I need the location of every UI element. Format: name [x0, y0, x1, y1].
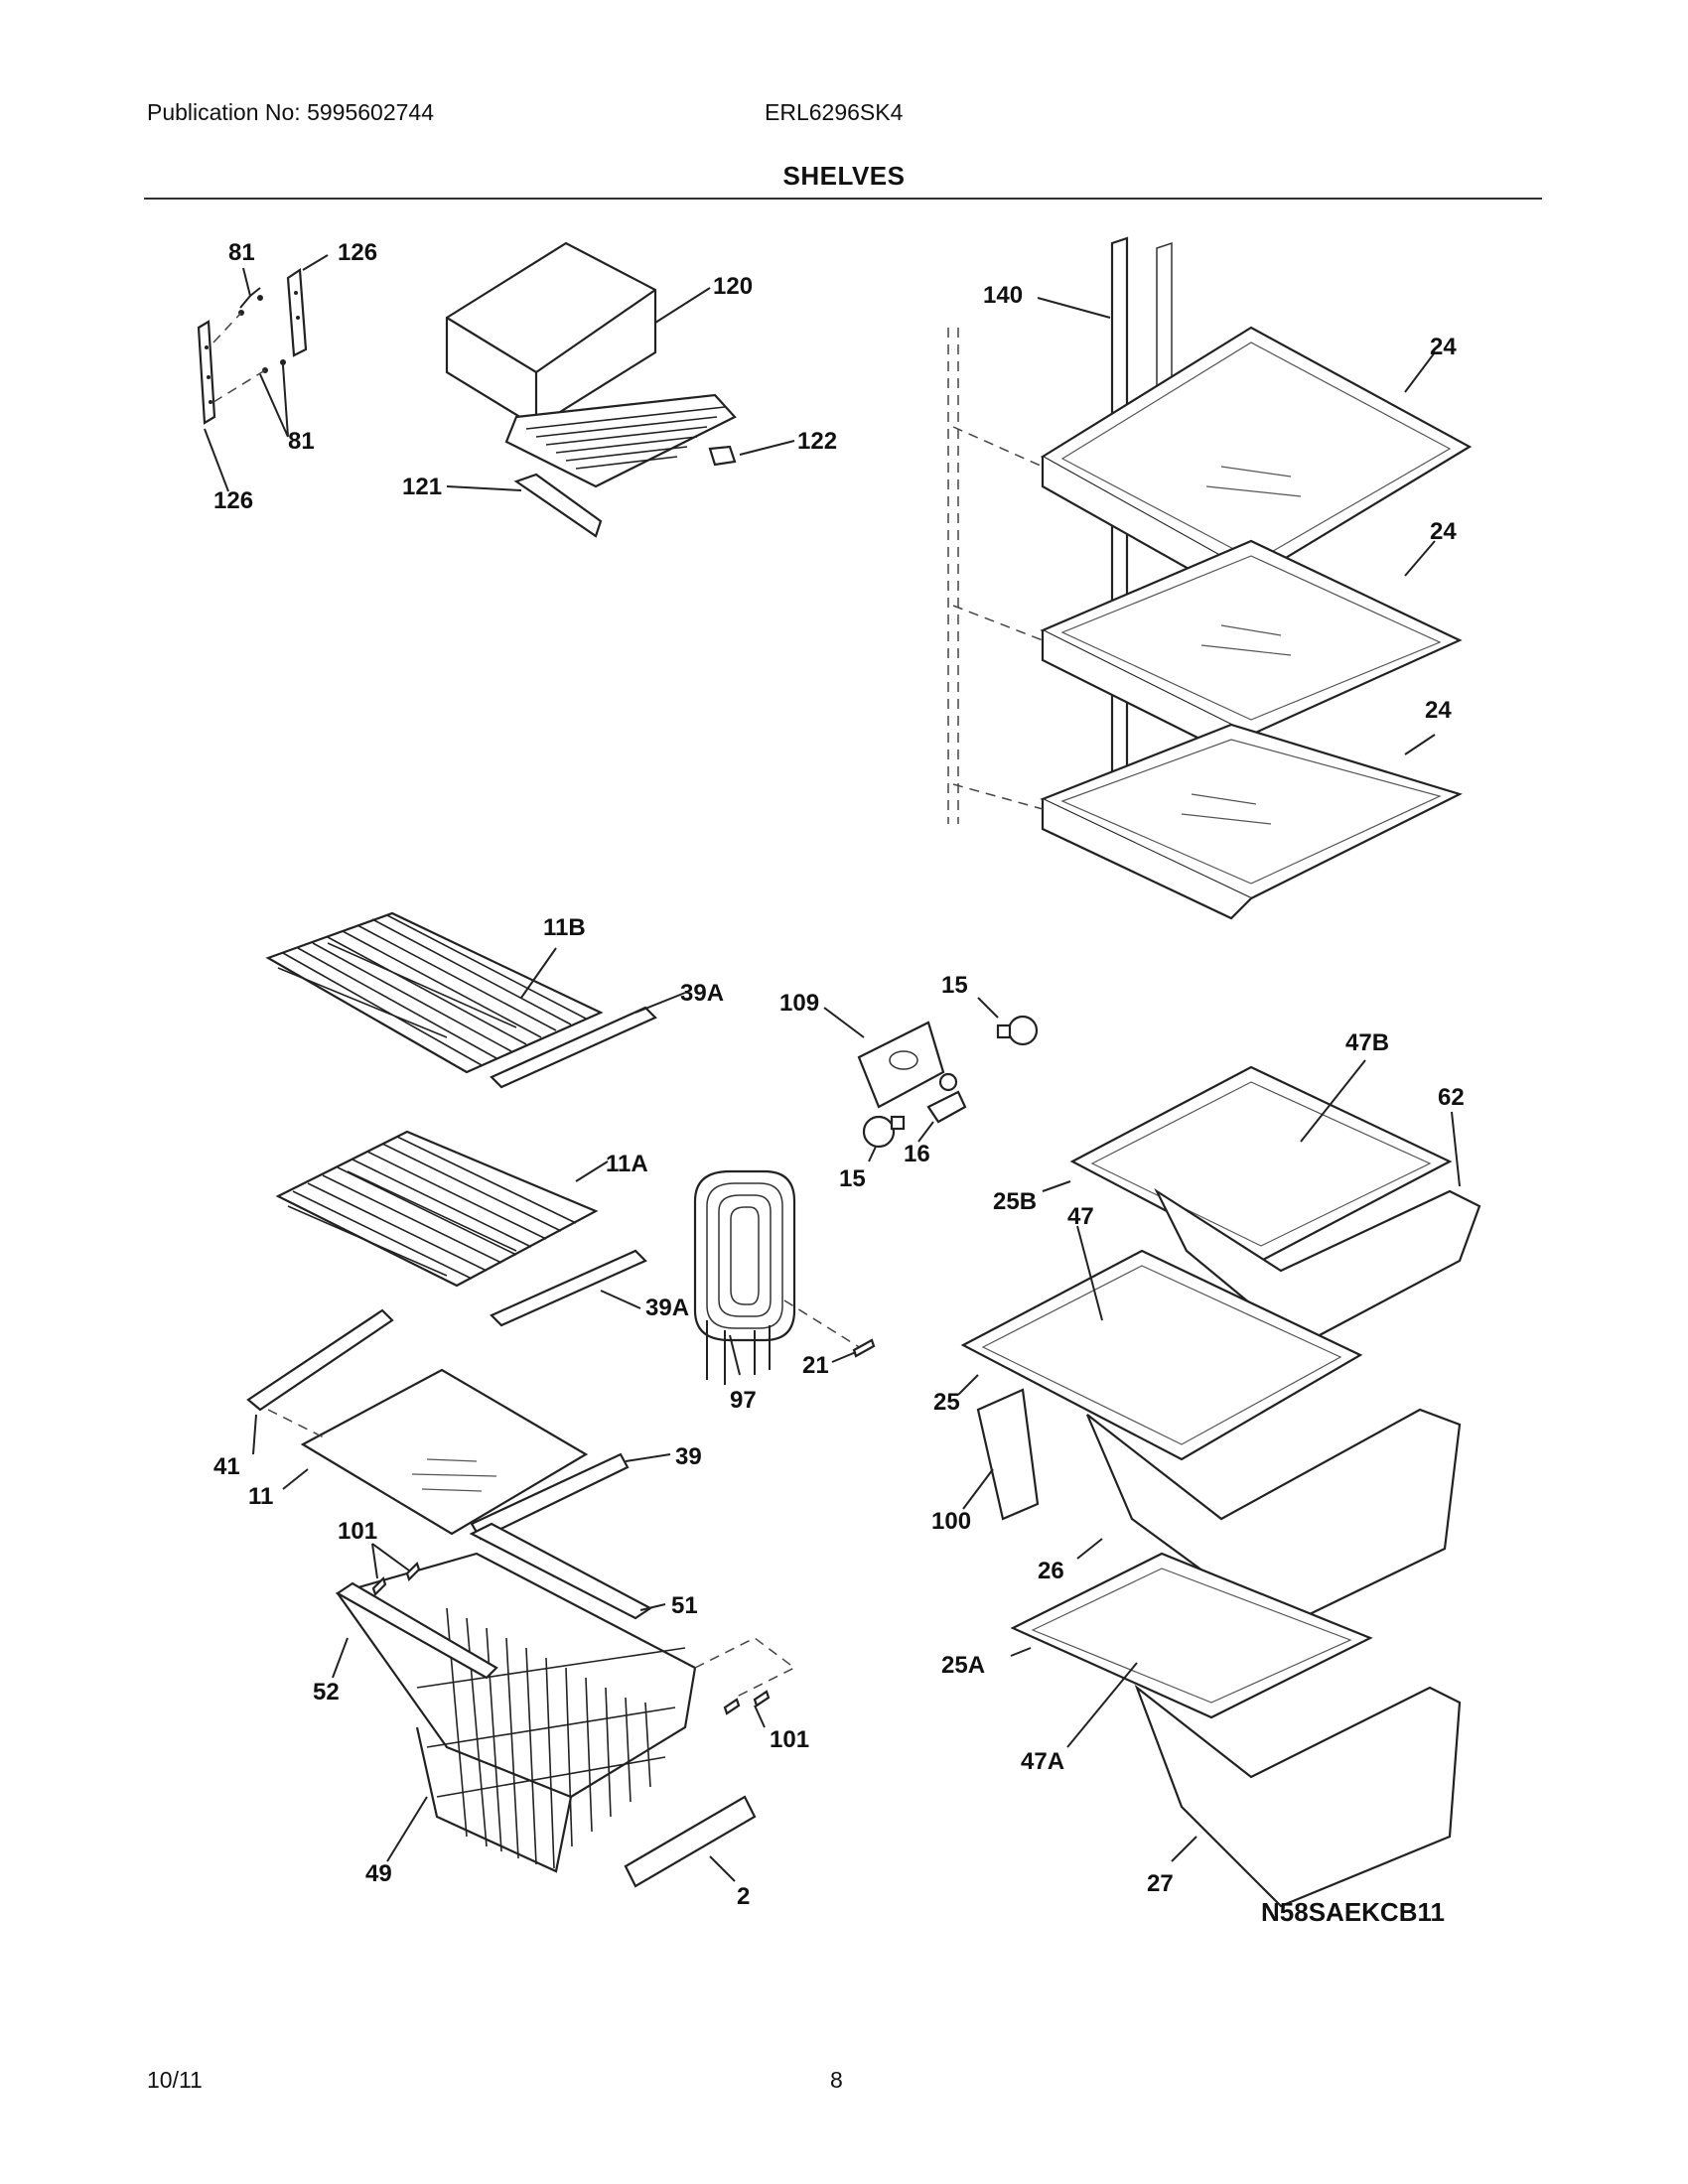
model-number: ERL6296SK4 — [765, 99, 904, 125]
callout-121: 121 — [402, 474, 442, 500]
callout-126-top: 126 — [338, 239, 377, 266]
crisper-drawer-27 — [1134, 1684, 1462, 1908]
shelf-rail-126-left — [197, 320, 216, 425]
callout-26: 26 — [1038, 1558, 1064, 1584]
callout-49: 49 — [365, 1860, 392, 1887]
page-number: 8 — [830, 2067, 843, 2093]
basket-trim-2 — [624, 1795, 757, 1888]
callout-2: 2 — [737, 1883, 750, 1910]
callout-21: 21 — [802, 1352, 829, 1379]
light-shield-109 — [857, 1021, 945, 1109]
callout-97: 97 — [730, 1387, 757, 1414]
screw-81 — [212, 295, 286, 403]
section-title: SHELVES — [782, 161, 906, 191]
callout-81-top: 81 — [228, 239, 255, 266]
light-socket-16 — [926, 1072, 967, 1124]
bracket-121 — [513, 473, 603, 538]
callout-24-bottom: 24 — [1425, 697, 1452, 724]
diagram-code: N58SAEKCB11 — [1261, 1897, 1445, 1927]
callout-24-top: 24 — [1430, 334, 1457, 360]
callout-15-bottom: 15 — [839, 1165, 866, 1192]
callout-39: 39 — [675, 1443, 702, 1470]
callout-101-right: 101 — [770, 1726, 809, 1753]
callout-11B: 11B — [543, 914, 586, 941]
condenser-coil-97 — [693, 1169, 865, 1385]
callout-126-bottom: 126 — [213, 487, 253, 514]
crisper-drawer-62 — [1154, 1187, 1481, 1347]
crisper-drawer-26 — [1085, 1408, 1462, 1630]
trim-41 — [246, 1308, 394, 1412]
callout-62: 62 — [1438, 1084, 1465, 1111]
callout-81-bottom: 81 — [288, 428, 315, 455]
callout-25: 25 — [933, 1389, 960, 1416]
crisper-cover-47A — [1010, 1552, 1373, 1719]
callout-39A-lower: 39A — [645, 1295, 689, 1321]
callout-47B: 47B — [1345, 1029, 1389, 1056]
drawer-divider-100 — [976, 1388, 1040, 1521]
glass-shelf-11 — [267, 1368, 589, 1536]
basket-rail-51 — [469, 1522, 653, 1620]
glass-shelf-24-middle — [952, 539, 1463, 756]
publication-number: Publication No: 5995602744 — [147, 99, 435, 125]
callout-100: 100 — [931, 1508, 971, 1535]
glass-shelf-24-top — [952, 326, 1473, 598]
trim-39A-upper — [490, 1006, 657, 1089]
callout-15-top: 15 — [941, 972, 968, 999]
callout-120: 120 — [713, 273, 753, 300]
shelf-bracket-120 — [445, 241, 737, 488]
light-bulb-15-left — [862, 1115, 906, 1149]
wire-basket-49 — [336, 1552, 697, 1873]
callout-109: 109 — [779, 990, 819, 1017]
basket-rail-52 — [335, 1581, 498, 1680]
callout-25A: 25A — [941, 1652, 985, 1679]
crisper-cover-47 — [960, 1249, 1363, 1461]
callout-11: 11 — [248, 1483, 273, 1510]
trim-39A-lower — [490, 1249, 647, 1327]
callout-24-middle: 24 — [1430, 518, 1457, 545]
callout-39A-upper: 39A — [680, 980, 724, 1007]
wire-shelf-11A — [275, 1130, 599, 1288]
callout-11A: 11A — [606, 1151, 648, 1177]
callout-labels: 81 126 81 126 120 122 121 140 24 24 24 1… — [213, 239, 1465, 1927]
callout-101-left: 101 — [338, 1518, 377, 1545]
shelf-rail-126-right — [286, 268, 308, 357]
callout-52: 52 — [313, 1679, 340, 1706]
wire-shelf-11B — [265, 911, 604, 1074]
callout-47: 47 — [1067, 1203, 1094, 1230]
header-divider — [144, 198, 1542, 200]
callout-140: 140 — [983, 282, 1023, 309]
glass-shelf-24-bottom — [952, 723, 1463, 920]
callout-41: 41 — [213, 1453, 240, 1480]
callout-16: 16 — [904, 1141, 930, 1167]
footer-date: 10/11 — [147, 2067, 203, 2093]
screw-21 — [852, 1338, 876, 1358]
callout-27: 27 — [1147, 1870, 1174, 1897]
callout-25B: 25B — [993, 1188, 1037, 1215]
light-bulb-15-right — [996, 1015, 1039, 1046]
callout-47A: 47A — [1021, 1748, 1064, 1775]
clip-122 — [708, 445, 737, 467]
callout-122: 122 — [797, 428, 837, 455]
screw-101 — [371, 1561, 796, 1715]
callout-51: 51 — [671, 1592, 698, 1619]
